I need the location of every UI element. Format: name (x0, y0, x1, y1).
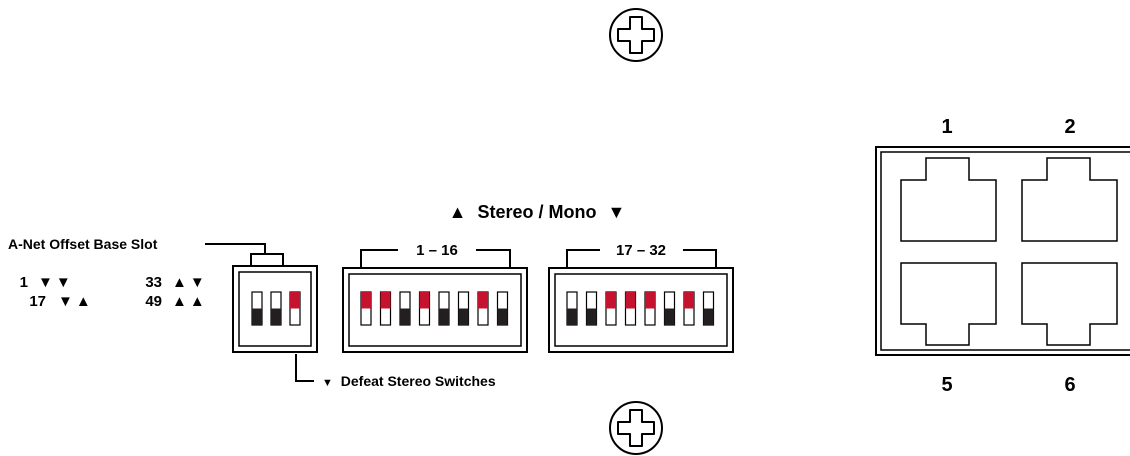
offset-label: A-Net Offset Base Slot (8, 236, 158, 252)
port-label-6: 6 (1064, 374, 1075, 396)
port-label-1: 1 (941, 116, 952, 138)
offset-switch-2[interactable] (270, 291, 282, 326)
ethernet-port-6 (1021, 262, 1118, 346)
bank1-switch-7[interactable] (477, 291, 489, 326)
offset-switch-3-lever (290, 292, 300, 309)
bank1-switch-1[interactable] (360, 291, 372, 326)
screw-top-icon (609, 8, 663, 62)
ethernet-port-2 (1021, 157, 1118, 242)
bank1-switch-8[interactable] (496, 291, 509, 326)
ethernet-port-5 (900, 262, 997, 346)
port-label-5: 5 (941, 374, 952, 396)
bank1-switch-7-lever (478, 292, 488, 309)
bank1-switch-5[interactable] (438, 291, 450, 326)
title-text: Stereo / Mono (477, 202, 596, 222)
legend-symbols-1: ▼▼ (38, 274, 74, 291)
bank2-switch-7[interactable] (683, 291, 695, 326)
bank-1-16: 1 – 16 (342, 242, 528, 353)
defeat-symbol: ▼ (322, 377, 333, 389)
bank2-switch-6-lever (664, 308, 675, 325)
bank1-switch-2[interactable] (379, 291, 392, 326)
stereo-mono-title: ▲ Stereo / Mono ▼ (449, 202, 626, 222)
legend-symbols-33: ▲▼ (172, 274, 208, 291)
bank2-switch-5-lever (645, 292, 655, 309)
legend-slot-49: 49 (145, 293, 162, 310)
bank2-switch-4-lever (625, 292, 636, 309)
bank2-switch-8-lever (703, 308, 714, 325)
bank2-switch-6[interactable] (663, 291, 676, 326)
ethernet-port-1 (900, 157, 997, 242)
legend-symbols-49: ▲▲ (172, 293, 208, 310)
defeat-text: Defeat Stereo Switches (341, 373, 496, 389)
bank2-switch-1[interactable] (566, 291, 578, 326)
legend-symbols-17: ▼▲ (58, 293, 94, 310)
bank1-switch-8-lever (497, 308, 508, 325)
title-down-symbol: ▼ (608, 202, 626, 222)
legend-slot-33: 33 (145, 274, 162, 291)
bank2-switch-8[interactable] (702, 291, 715, 326)
offset-switch-3[interactable] (289, 291, 301, 326)
bank2-switch-2-lever (586, 308, 597, 325)
bank-2-label: 17 – 32 (616, 242, 666, 259)
offset-legend: 1 ▼▼ 17 ▼▲ 33 ▲▼ 49 ▲▲ (20, 274, 208, 310)
bank2-switch-2[interactable] (585, 291, 598, 326)
screw-bottom-icon (609, 401, 663, 455)
offset-switch-1-lever (252, 308, 262, 325)
bank1-switch-4[interactable] (418, 291, 431, 326)
bank1-switch-5-lever (439, 308, 449, 325)
offset-switch-2-lever (271, 308, 281, 325)
offset-leader (205, 243, 266, 254)
bank1-switch-6[interactable] (457, 291, 470, 326)
title-up-symbol: ▲ (449, 202, 467, 222)
bank2-switch-4[interactable] (624, 291, 637, 326)
bank1-switch-3-lever (400, 308, 410, 325)
offset-switch-1[interactable] (251, 291, 263, 326)
defeat-label: ▼ Defeat Stereo Switches (322, 373, 496, 389)
bank1-switch-1-lever (361, 292, 371, 309)
bank2-switch-3-lever (606, 292, 616, 309)
bank2-switch-3[interactable] (605, 291, 617, 326)
legend-slot-1: 1 (20, 274, 28, 291)
defeat-leader (295, 354, 314, 382)
bank-1-label: 1 – 16 (416, 242, 458, 259)
port-label-2: 2 (1064, 116, 1075, 138)
port-housing (875, 146, 1130, 356)
bank2-switch-5[interactable] (644, 291, 656, 326)
bank-17-32: 17 – 32 (548, 242, 734, 353)
bank1-switch-4-lever (419, 292, 430, 309)
bank1-switch-6-lever (458, 308, 469, 325)
bank2-switch-7-lever (684, 292, 694, 309)
bank1-switch-2-lever (380, 292, 391, 309)
legend-slot-17: 17 (29, 293, 46, 310)
bank1-switch-3[interactable] (399, 291, 411, 326)
offset-switch-block (232, 253, 318, 353)
bank2-switch-1-lever (567, 308, 577, 325)
